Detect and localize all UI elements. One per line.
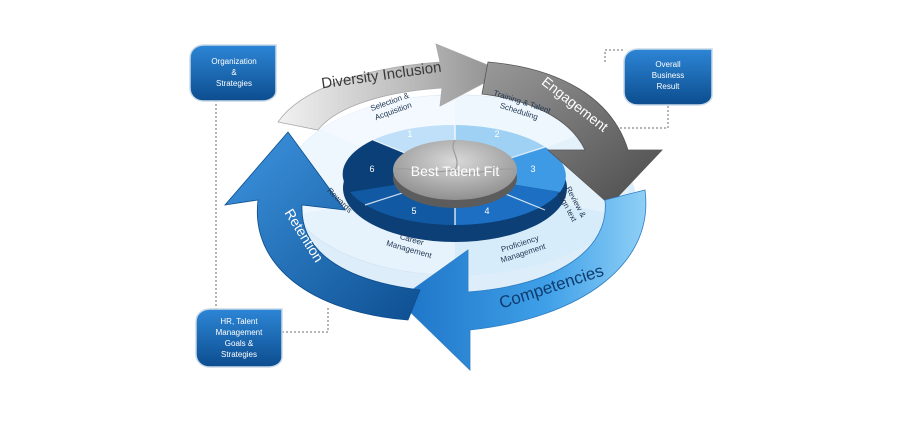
segment-numbers: 1 2 3 4 5 6	[369, 129, 535, 216]
callout-business-line3: Result	[657, 82, 680, 91]
connector-business-side	[604, 49, 625, 62]
segment-number-4: 4	[484, 206, 489, 216]
segment-number-2: 2	[494, 129, 499, 139]
callout-hr-line2: Management	[216, 328, 263, 337]
callout-hr-line4: Strategies	[221, 350, 257, 359]
callout-org-line1: Organization	[211, 57, 256, 66]
puzzle-lines	[392, 139, 518, 175]
connector-hr-to-ring	[282, 306, 329, 333]
callout-org-line2: &	[231, 68, 237, 77]
segment-number-1: 1	[407, 129, 412, 139]
arrow-engagement	[481, 61, 663, 206]
center-label: Best Talent Fit	[411, 163, 500, 179]
arrow-retention	[223, 131, 421, 321]
callout-org-line3: Strategies	[216, 79, 252, 88]
arrow-diversity-inclusion	[277, 43, 506, 131]
segment-number-3: 3	[530, 164, 535, 174]
segment-number-6: 6	[369, 164, 374, 174]
callout-hr-talent: HR, Talent Management Goals & Strategies	[195, 308, 283, 368]
callout-hr-line1: HR, Talent	[220, 317, 258, 326]
arrow-competencies	[397, 189, 647, 371]
callout-business-line2: Business	[652, 71, 684, 80]
callout-hr-line3: Goals &	[225, 339, 254, 348]
callout-organization: Organization & Strategies	[189, 44, 277, 102]
callout-business-result: Overall Business Result	[623, 48, 713, 106]
segment-number-5: 5	[411, 206, 416, 216]
callout-business-line1: Overall	[655, 60, 681, 69]
